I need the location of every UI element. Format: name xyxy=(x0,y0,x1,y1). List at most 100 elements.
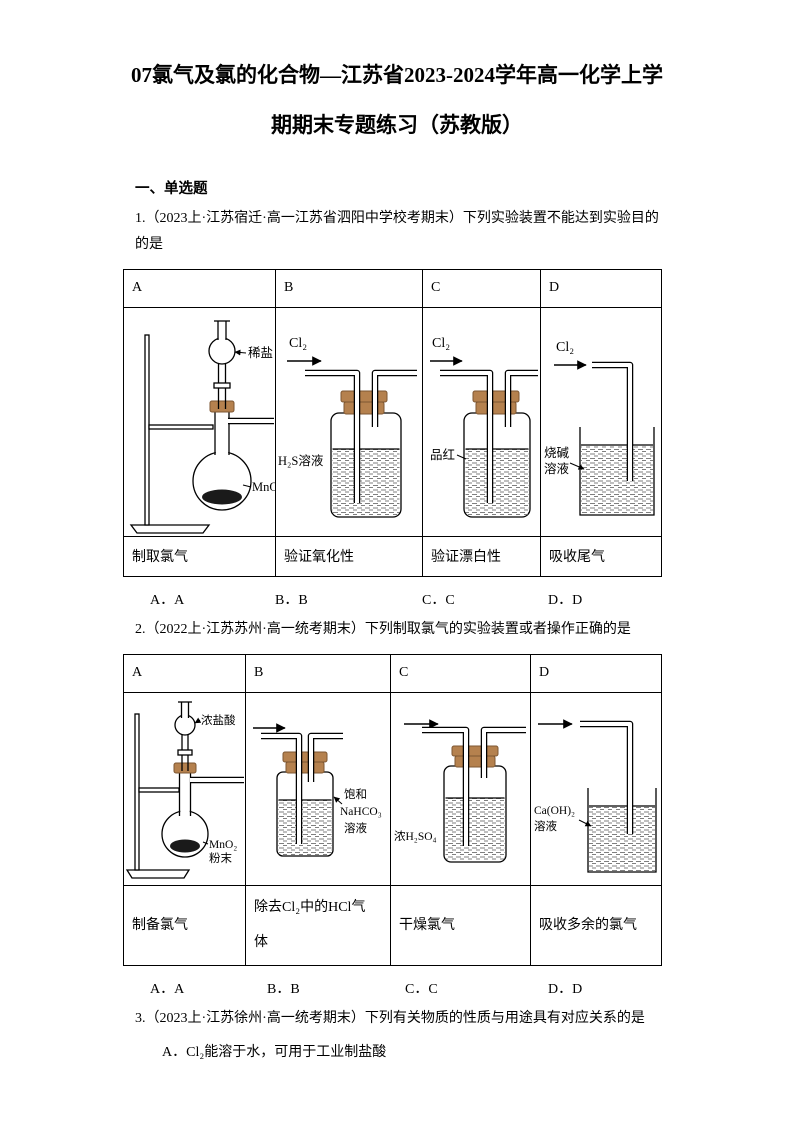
label-h2s-solution: H₂S溶液 xyxy=(278,453,324,468)
q1-diagram-a: 稀盐 MnO xyxy=(123,306,276,537)
gas-washing-bottle-h2so4-diagram: 浓H₂SO₄ xyxy=(394,718,527,863)
q2-stem: 2.（2022上·江苏苏州·高一统考期末）下列制取氯气的实验装置或者操作正确的是 xyxy=(135,621,631,637)
q3-stem: 3.（2023上·江苏徐州·高一统考期末）下列有关物质的性质与用途具有对应关系的… xyxy=(135,1010,645,1026)
label-cl2-gas: Cl₂ xyxy=(432,336,450,351)
chlorine-generator-diagram: 稀盐 MnO xyxy=(129,320,275,534)
label-fuchsin: 品红 xyxy=(430,447,455,462)
q2-caption-a: 制备氯气 xyxy=(123,884,246,966)
pointer-to-liquid xyxy=(569,462,584,470)
label-conc-h2so4: 浓H₂SO₄ xyxy=(394,830,437,843)
bent-tube xyxy=(590,361,633,481)
outlet-tube xyxy=(371,369,418,427)
q2-diagram-b: 饱和 NaHCO₃ 溶液 xyxy=(245,691,391,886)
iron-stand xyxy=(129,334,214,534)
q2-diagram-d: Ca(OH)₂ 溶液 xyxy=(530,691,662,886)
mno2-powder xyxy=(169,839,200,853)
q2-header-b: B xyxy=(245,653,391,693)
label-naoh-1: 烧碱 xyxy=(544,446,570,460)
pointer-to-liquid xyxy=(578,819,591,827)
document-page: 07氯气及氯的化合物—江苏省2023-2024学年高一化学上学 期期末专题练习（… xyxy=(123,50,671,1061)
iron-stand xyxy=(125,712,190,879)
stopper xyxy=(472,390,519,403)
outlet-tube xyxy=(480,726,527,778)
q2-header-c: C xyxy=(390,653,531,693)
liquid xyxy=(332,448,399,516)
outlet-tube xyxy=(504,369,539,427)
stopcock xyxy=(176,748,193,756)
label-cl2-gas: Cl₂ xyxy=(556,340,574,355)
label-naoh-2: 溶液 xyxy=(544,461,570,476)
q2-option-c: C．C xyxy=(405,981,438,997)
outlet-tube xyxy=(307,732,344,782)
q2-option-d: D．D xyxy=(548,981,583,997)
round-bottom-flask xyxy=(191,408,252,511)
q2-diagram-c: 浓H₂SO₄ xyxy=(390,691,531,886)
label-mno: MnO xyxy=(252,480,275,494)
q1-stem: 1.（2023上·江苏宿迁·高一江苏省泗阳中学校考期末）下列实验装置不能达到实验… xyxy=(123,206,671,259)
q1-diagram-b: Cl₂ H₂S溶液 xyxy=(275,306,423,537)
label-conc-hcl: 浓盐酸 xyxy=(201,713,236,727)
q2-option-a: A．A xyxy=(150,981,185,997)
inlet-tube xyxy=(420,726,469,846)
q1-caption-a: 制取氯气 xyxy=(123,535,276,577)
q1-header-b: B xyxy=(275,268,423,308)
inlet-tube xyxy=(259,732,302,844)
stopcock xyxy=(212,382,231,389)
pointer-to-funnel xyxy=(194,717,201,723)
q2-header-row: A B C D xyxy=(123,653,662,693)
label-caoh2: Ca(OH)₂ xyxy=(534,805,575,817)
liquid xyxy=(580,444,653,514)
inlet-tube xyxy=(304,369,360,503)
q1-diagram-d: Cl₂ 烧碱 溶液 xyxy=(540,306,662,537)
title-line-1: 07氯气及氯的化合物—江苏省2023-2024学年高一化学上学 xyxy=(131,63,663,87)
q1-header-d: D xyxy=(540,268,662,308)
excess-gas-absorption-diagram: Ca(OH)₂ 溶液 xyxy=(534,718,657,873)
beaker xyxy=(586,787,657,873)
q1-caption-c: 验证漂白性 xyxy=(422,535,541,577)
q2-caption-c: 干燥氯气 xyxy=(390,884,531,966)
q2-caption-row: 制备氯气 除去Cl₂中的HCl气体 干燥氯气 吸收多余的氯气 xyxy=(123,884,662,966)
q2-header-d: D xyxy=(530,653,662,693)
gas-washing-bottle-h2s-diagram: Cl₂ H₂S溶液 xyxy=(278,336,418,518)
q1-caption-b: 验证氧化性 xyxy=(275,535,423,577)
stopper xyxy=(209,400,234,413)
q1-stem-line1: 1.（2023上·江苏宿迁·高一江苏省泗阳中学校考期末）下列实验装置不能达到实验… xyxy=(135,210,659,226)
liquid xyxy=(465,448,528,516)
section-heading: 一、单选题 xyxy=(135,180,208,197)
inlet-tube xyxy=(439,369,493,503)
pointer-to-funnel xyxy=(234,349,246,356)
q1-header-c: C xyxy=(422,268,541,308)
q1-caption-d: 吸收尾气 xyxy=(540,535,662,577)
q1-diagram-row: 稀盐 MnO Cl₂ xyxy=(123,306,662,537)
bent-tube xyxy=(578,720,633,834)
pointer-to-bottle xyxy=(333,796,342,804)
q2-table: A B C D xyxy=(123,653,662,966)
label-solution: 溶液 xyxy=(534,819,557,833)
q1-option-b: B．B xyxy=(275,592,308,608)
stopper xyxy=(282,751,327,763)
pointer-to-liquid xyxy=(456,454,466,460)
stopper xyxy=(173,762,196,774)
liquid xyxy=(278,799,331,856)
q1-header-row: A B C D xyxy=(123,268,662,308)
dropping-funnel xyxy=(207,320,236,409)
mno2-solid xyxy=(201,489,242,505)
label-powder: 粉末 xyxy=(209,851,232,865)
beaker xyxy=(578,426,655,516)
label-cl2-gas: Cl₂ xyxy=(289,336,307,351)
q1-options: A．A B．B C．C D．D xyxy=(123,589,671,609)
q2-header-a: A xyxy=(123,653,246,693)
pointer-to-solid xyxy=(242,484,251,488)
q3-option-a: A．Cl₂能溶于水，可用于工业制盐酸 xyxy=(162,1045,387,1061)
label-solution: 溶液 xyxy=(344,821,367,835)
q2-diagram-a: 浓盐酸 MnO₂ 粉末 xyxy=(123,691,246,886)
gas-washing-bottle-nahco3-diagram: 饱和 NaHCO₃ 溶液 xyxy=(252,722,382,857)
q2-caption-d: 吸收多余的氯气 xyxy=(530,884,662,966)
title-line-2: 期期末专题练习（苏教版） xyxy=(271,113,523,138)
label-saturated: 饱和 xyxy=(344,787,367,801)
label-nahco3: NaHCO₃ xyxy=(340,806,382,818)
tail-gas-absorption-diagram: Cl₂ 烧碱 溶液 xyxy=(544,340,655,516)
q1-option-a: A．A xyxy=(150,592,185,608)
label-mno2: MnO₂ xyxy=(209,839,237,851)
page-title: 07氯气及氯的化合物—江苏省2023-2024学年高一化学上学 期期末专题练习（… xyxy=(123,50,671,151)
